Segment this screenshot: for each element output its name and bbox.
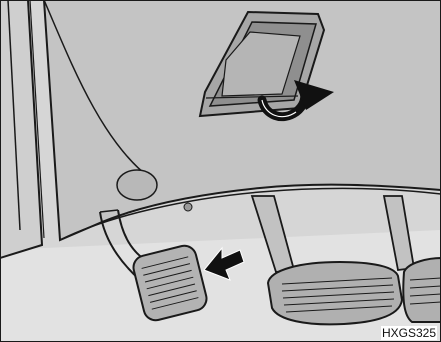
dash-port (117, 170, 157, 200)
figure-code: HXGS325 (381, 326, 437, 340)
